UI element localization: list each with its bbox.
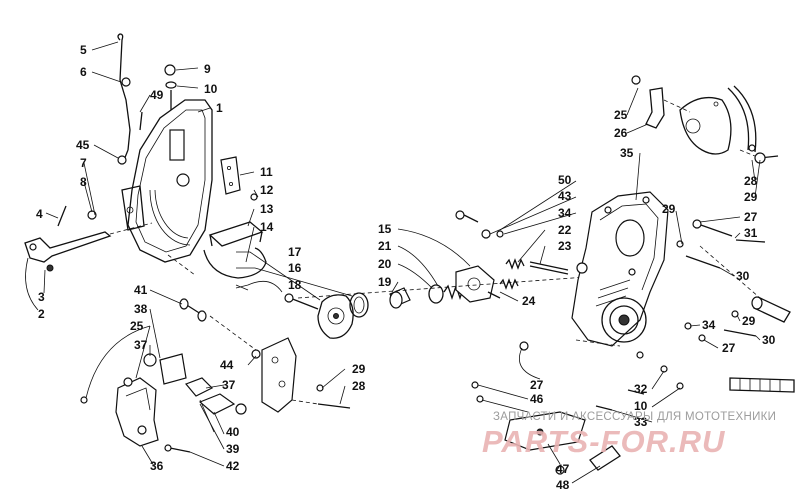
callout-8: 8 xyxy=(80,175,87,189)
callout-18: 18 xyxy=(288,278,302,292)
callout-14: 14 xyxy=(260,220,274,234)
left-hardware xyxy=(87,64,258,220)
callout-29-right: 29 xyxy=(742,314,756,328)
callout-4: 4 xyxy=(36,207,43,221)
right-hardware xyxy=(455,75,795,411)
chain-case-housing xyxy=(121,99,213,263)
callout-25-lower: 25 xyxy=(130,319,144,333)
callout-37-upper: 37 xyxy=(134,338,148,352)
callout-44: 44 xyxy=(220,358,234,372)
callout-31: 31 xyxy=(744,226,758,240)
callout-26: 26 xyxy=(614,126,628,140)
gear-case-housing xyxy=(571,191,669,359)
callout-30-upper: 30 xyxy=(736,269,750,283)
callout-3: 3 xyxy=(38,290,45,304)
callout-29-upper: 29 xyxy=(744,190,758,204)
callout-5: 5 xyxy=(80,43,87,57)
callout-9: 9 xyxy=(204,62,211,76)
callout-16: 16 xyxy=(288,261,302,275)
callout-22: 22 xyxy=(558,223,572,237)
callout-15: 15 xyxy=(378,222,392,236)
callout-28-upper: 28 xyxy=(744,174,758,188)
callout-29-lower: 29 xyxy=(352,362,366,376)
mounting-bracket xyxy=(203,221,267,279)
callout-33: 33 xyxy=(634,415,648,429)
callout-46: 46 xyxy=(530,392,544,406)
callout-42: 42 xyxy=(226,459,240,473)
cable-assembly xyxy=(117,33,131,161)
callout-17: 17 xyxy=(288,245,302,259)
callout-49: 49 xyxy=(150,88,164,102)
brake-lever xyxy=(24,205,112,272)
center-leaders xyxy=(235,228,601,302)
callout-13: 13 xyxy=(260,202,274,216)
callout-36: 36 xyxy=(150,459,164,473)
callout-labels: 1 2 3 4 5 6 7 8 9 10 11 12 13 14 15 16 1… xyxy=(36,43,776,492)
callout-24: 24 xyxy=(522,294,536,308)
watermark-logo: PARTS-FOR.RU xyxy=(482,424,726,459)
pump-assembly xyxy=(284,258,569,339)
callout-38: 38 xyxy=(134,302,148,316)
callout-1: 1 xyxy=(216,101,223,115)
callout-40: 40 xyxy=(226,425,240,439)
callout-32: 32 xyxy=(634,382,648,396)
callout-35: 35 xyxy=(620,146,634,160)
callout-45: 45 xyxy=(76,138,90,152)
watermark-tagline: ЗАПЧАСТИ И АКСЕССУАРЫ ДЛЯ МОТОТЕХНИКИ xyxy=(493,411,777,423)
callout-29-mid: 29 xyxy=(662,202,676,216)
callout-37-lower: 37 xyxy=(222,378,236,392)
callout-20: 20 xyxy=(378,257,392,271)
left-leaders xyxy=(25,41,259,311)
callout-10-lower: 10 xyxy=(634,399,648,413)
callout-27-upper: 27 xyxy=(744,210,758,224)
callout-6: 6 xyxy=(80,65,87,79)
callout-11: 11 xyxy=(260,165,273,179)
callout-50: 50 xyxy=(558,173,572,187)
callout-27-lower: 27 xyxy=(530,378,544,392)
callout-43: 43 xyxy=(558,189,572,203)
sensor-bracket xyxy=(504,411,621,475)
callout-39: 39 xyxy=(226,442,240,456)
callout-27-mid: 27 xyxy=(722,341,736,355)
chain-guard xyxy=(645,85,761,159)
callout-2: 2 xyxy=(38,307,45,321)
brake-caliper xyxy=(80,298,351,453)
callout-34-lower: 34 xyxy=(702,318,716,332)
caliper-leaders xyxy=(85,289,346,467)
callout-10-upper: 10 xyxy=(204,82,218,96)
callout-25-upper: 25 xyxy=(614,108,628,122)
callout-19: 19 xyxy=(378,275,392,289)
callout-47: 47 xyxy=(556,462,570,476)
callout-12: 12 xyxy=(260,183,274,197)
right-leaders xyxy=(477,87,761,484)
callout-41: 41 xyxy=(134,283,148,297)
callout-30-lower: 30 xyxy=(762,333,776,347)
callout-7: 7 xyxy=(80,156,87,170)
callout-28-lower: 28 xyxy=(352,379,366,393)
bracket-plate xyxy=(220,156,241,195)
callout-48: 48 xyxy=(556,478,570,492)
callout-34-upper: 34 xyxy=(558,206,572,220)
callout-23: 23 xyxy=(558,239,572,253)
callout-21: 21 xyxy=(378,239,392,253)
